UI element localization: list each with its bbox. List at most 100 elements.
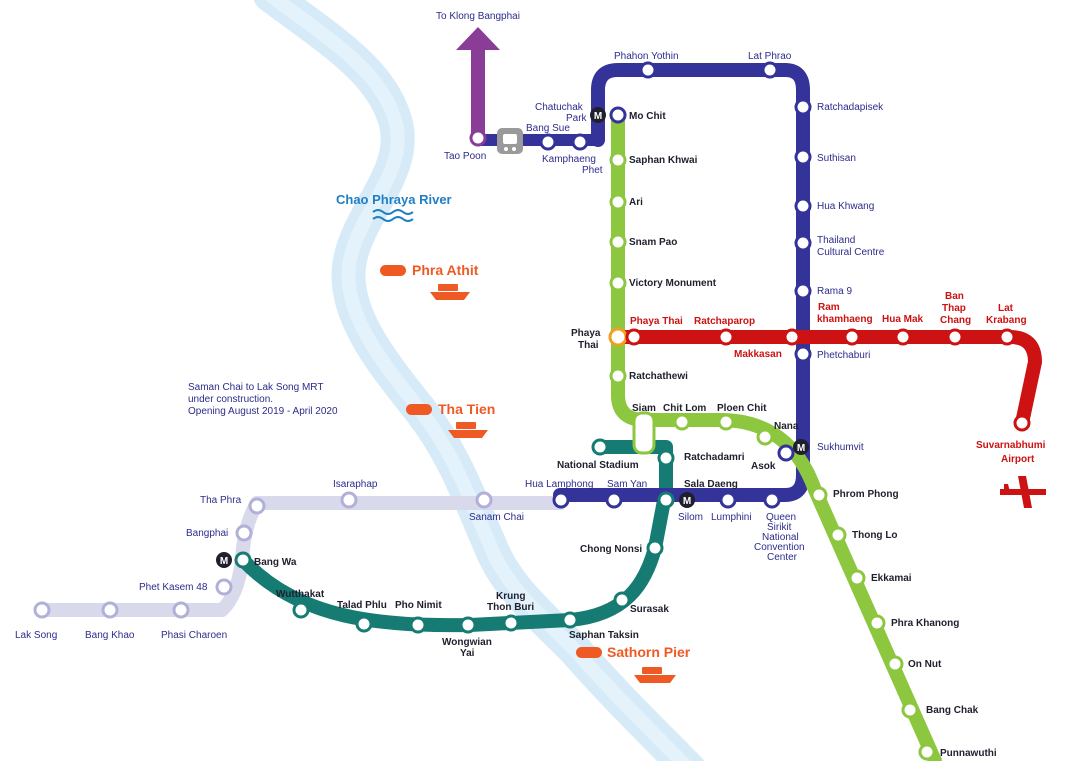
station-bang-wa[interactable]	[234, 551, 252, 569]
station-phet-kasem-48[interactable]	[215, 578, 233, 596]
station-lat-phrao[interactable]	[761, 61, 779, 79]
station-wongwian-yai[interactable]	[459, 616, 477, 634]
station-talad-phlu[interactable]	[355, 615, 373, 633]
station-bang-sue[interactable]	[539, 133, 557, 151]
station-makkasan[interactable]	[783, 328, 801, 346]
station-phaya-thai[interactable]	[608, 327, 628, 347]
station-phra-khanong[interactable]	[868, 614, 886, 632]
station-phahon-yothin[interactable]	[639, 61, 657, 79]
station-ploen-chit[interactable]	[717, 413, 735, 431]
station-saphan-khwai[interactable]	[609, 151, 627, 169]
station-suvarnabhumi[interactable]	[1013, 414, 1031, 432]
station-ari[interactable]	[609, 193, 627, 211]
label-pho-nimit: Pho Nimit	[395, 600, 442, 611]
station-bangphai[interactable]	[235, 524, 253, 542]
station-on-nut[interactable]	[886, 655, 904, 673]
station-ratchadapisek[interactable]	[794, 98, 812, 116]
station-bang-chak[interactable]	[901, 701, 919, 719]
station-chong-nonsi[interactable]	[646, 539, 664, 557]
label-ramkhamhaeng: khamhaeng	[817, 314, 873, 325]
label-saphan-taksin: Saphan Taksin	[569, 630, 639, 641]
station-tha-phra[interactable]	[248, 497, 266, 515]
label-phra-khanong: Phra Khanong	[891, 618, 959, 629]
label-bang-chak: Bang Chak	[926, 705, 979, 716]
station-bang-khao[interactable]	[101, 601, 119, 619]
label-sukhumvit: Sukhumvit	[817, 442, 864, 453]
label-phaya-thai: Thai	[578, 340, 599, 351]
label-silom: Silom	[678, 512, 703, 523]
station-nana[interactable]	[756, 428, 774, 446]
station-phaya-thai-arl[interactable]	[625, 328, 643, 346]
station-hua-mak[interactable]	[894, 328, 912, 346]
station-lak-song[interactable]	[33, 601, 51, 619]
label-krung-thon-buri: Krung	[496, 591, 525, 602]
station-sanam-chai[interactable]	[475, 491, 493, 509]
label-suthisan: Suthisan	[817, 153, 856, 164]
mrt-badge-icon: M	[590, 107, 606, 123]
svg-text:M: M	[683, 496, 691, 507]
station-phrom-phong[interactable]	[810, 486, 828, 504]
station-kamphaeng-phet[interactable]	[571, 133, 589, 151]
station-krung-thon-buri[interactable]	[502, 614, 520, 632]
label-ari: Ari	[629, 197, 643, 208]
label-qsncc: Center	[767, 552, 798, 563]
label-ratchathewi: Ratchathewi	[629, 371, 688, 382]
station-pho-nimit[interactable]	[409, 616, 427, 634]
svg-text:Chao Phraya River: Chao Phraya River	[336, 192, 452, 207]
station-surasak[interactable]	[613, 591, 631, 609]
station-victory-monument[interactable]	[609, 274, 627, 292]
river-label: Chao Phraya River	[336, 192, 452, 222]
label-lat-krabang: Krabang	[986, 315, 1027, 326]
station-ramkhamhaeng[interactable]	[843, 328, 861, 346]
station-phasi-charoen[interactable]	[172, 601, 190, 619]
station-lumphini[interactable]	[719, 491, 737, 509]
station-sala-daeng[interactable]	[657, 491, 675, 509]
label-victory-monument: Victory Monument	[629, 278, 717, 289]
station-mo-chit[interactable]	[609, 106, 627, 124]
label-chit-lom: Chit Lom	[663, 403, 706, 414]
station-ratchaprarop[interactable]	[717, 328, 735, 346]
station-phetchaburi[interactable]	[794, 345, 812, 363]
label-lumphini: Lumphini	[711, 512, 752, 523]
station-saphan-taksin[interactable]	[561, 611, 579, 629]
station-hua-khwang[interactable]	[794, 197, 812, 215]
station-thailand-cultural-centre[interactable]	[794, 234, 812, 252]
station-asok[interactable]	[777, 444, 795, 462]
station-chit-lom[interactable]	[673, 413, 691, 431]
station-ratchathewi[interactable]	[609, 367, 627, 385]
svg-text:Saman Chai to Lak Song MRT: Saman Chai to Lak Song MRT	[188, 382, 323, 393]
station-rama-9[interactable]	[794, 282, 812, 300]
station-thong-lo[interactable]	[829, 526, 847, 544]
station-national-stadium[interactable]	[591, 438, 609, 456]
station-ratchadamri[interactable]	[657, 449, 675, 467]
station-wutthakat[interactable]	[292, 601, 310, 619]
station-siam[interactable]	[632, 411, 656, 455]
station-sanam-pao[interactable]	[609, 233, 627, 251]
station-tao-poon[interactable]	[469, 129, 487, 147]
label-saphan-khwai: Saphan Khwai	[629, 155, 698, 166]
station-lat-krabang[interactable]	[998, 328, 1016, 346]
station-hua-lamphong[interactable]	[552, 491, 570, 509]
station-isaraphap[interactable]	[340, 491, 358, 509]
label-thong-lo: Thong Lo	[852, 530, 898, 541]
label-thailand-cultural-centre: Thailand	[817, 235, 855, 246]
station-sam-yan[interactable]	[605, 491, 623, 509]
station-ban-thap-chang[interactable]	[946, 328, 964, 346]
label-sanam-pao: Snam Pao	[629, 237, 677, 248]
mrt-badge-icon: M	[793, 439, 809, 455]
svg-text:M: M	[797, 443, 805, 454]
label-nana: Nana	[774, 421, 799, 432]
label-phaya-thai-arl: Phaya Thai	[630, 316, 683, 327]
label-chatuchak-park: Park	[566, 113, 588, 124]
train-depot-icon	[497, 128, 523, 154]
station-ekkamai[interactable]	[848, 569, 866, 587]
station-punnawithi[interactable]	[918, 743, 936, 761]
label-tha-phra: Tha Phra	[200, 495, 242, 506]
label-ploen-chit: Ploen Chit	[717, 403, 767, 414]
label-chatuchak-park: Chatuchak	[535, 102, 584, 113]
station-qsncc[interactable]	[763, 491, 781, 509]
station-suthisan[interactable]	[794, 148, 812, 166]
mrt-badges: M M M M	[216, 107, 809, 568]
label-isaraphap: Isaraphap	[333, 479, 378, 490]
